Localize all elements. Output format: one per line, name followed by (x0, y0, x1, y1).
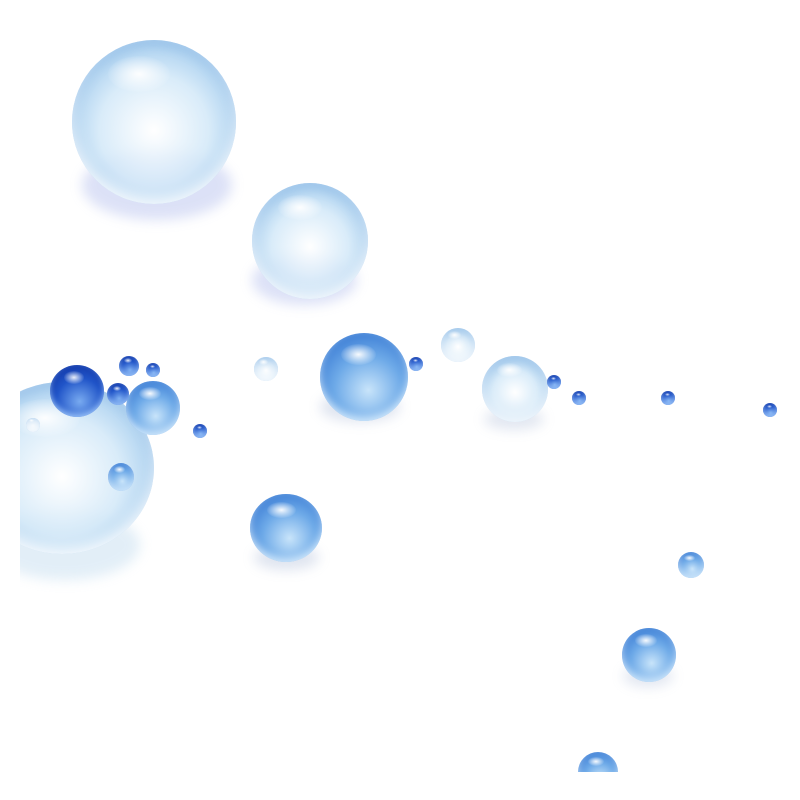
medium-drop (622, 628, 676, 682)
tiny-dark-drop (409, 357, 423, 371)
small-light-drop (254, 357, 278, 381)
tiny-dark-drop (119, 356, 139, 376)
small-dark-drop (107, 383, 129, 405)
bubble (252, 183, 368, 299)
small-light-drop (441, 328, 475, 362)
tiny-dark-drop (547, 375, 561, 389)
small-drop (108, 463, 134, 491)
droplet-layer (20, 0, 800, 772)
medium-light-drop (482, 356, 548, 422)
tiny-light-drop (26, 418, 40, 432)
tiny-dark-drop (572, 391, 586, 405)
tiny-dark-drop (661, 391, 675, 405)
large-bubble (72, 40, 236, 204)
medium-drop (320, 333, 408, 421)
tiny-dark-drop (193, 424, 207, 438)
small-drop (678, 552, 704, 578)
tiny-dark-drop (763, 403, 777, 417)
dark-drop (50, 365, 104, 417)
tiny-dark-drop (146, 363, 160, 377)
partial-drop (578, 752, 618, 772)
medium-drop (250, 494, 322, 562)
medium-drop (126, 381, 180, 435)
